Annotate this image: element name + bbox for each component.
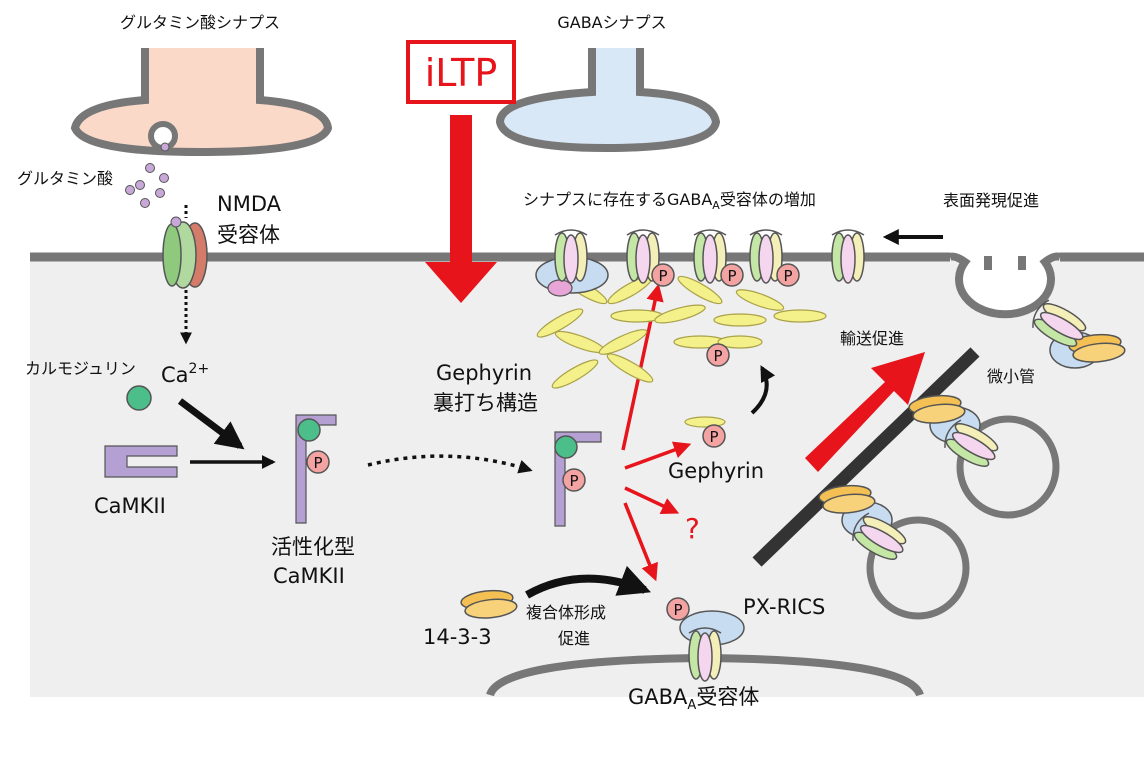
phospho-icon xyxy=(702,424,726,448)
label-synaptic-increase: シナプスに存在するGABAA受容体の増加 xyxy=(523,190,816,212)
receptor-icon xyxy=(831,229,865,284)
phospho-icon xyxy=(666,597,690,621)
label-glutamate: グルタミン酸 xyxy=(17,169,113,188)
label-nmda-1: NMDA xyxy=(217,192,282,216)
label-camkii: CaMKII xyxy=(94,494,166,518)
glutamate-terminal xyxy=(70,48,333,157)
translocation-arrow xyxy=(367,454,533,474)
label-transport: 輸送促進 xyxy=(840,329,904,348)
iltp-arrow xyxy=(425,115,497,303)
label-complex-2: 促進 xyxy=(558,629,590,648)
label-surface-expression: 表面発現促進 xyxy=(943,191,1039,210)
phospho-icon xyxy=(720,263,744,287)
active-camkii xyxy=(295,414,337,524)
label-active-2: CaMKII xyxy=(273,564,345,588)
complex-arrow xyxy=(525,565,651,599)
phospho-icon xyxy=(651,263,675,287)
label-ca: Ca2+ xyxy=(161,361,209,387)
synaptic-camkii xyxy=(554,431,602,527)
label-scaffold-1: Gephyrin xyxy=(436,361,532,385)
receptor-icon xyxy=(554,229,588,284)
glutamate-molecules xyxy=(125,142,170,208)
label-active-1: 活性化型 xyxy=(271,535,355,559)
label-gephyrin: Gephyrin xyxy=(668,459,764,483)
label-glutamate-synapse: グルタミン酸シナプス xyxy=(120,13,280,32)
vesicle-icon xyxy=(866,415,1060,620)
nmda-receptor xyxy=(162,216,208,289)
label-gaba-synapse: GABAシナプス xyxy=(557,13,666,32)
label-scaffold-2: 裏打ち構造 xyxy=(433,391,538,415)
receptor-icon xyxy=(688,627,722,682)
label-1433: 14-3-3 xyxy=(423,625,492,649)
camkii-icon xyxy=(104,445,178,478)
label-question: ? xyxy=(685,512,700,545)
label-microtubule: 微小管 xyxy=(987,367,1035,386)
phospho-icon xyxy=(776,263,800,287)
calmodulin-icon xyxy=(126,385,152,411)
label-calmodulin: カルモジュリン xyxy=(25,359,136,378)
label-nmda-2: 受容体 xyxy=(217,223,280,247)
label-gabaa-receptor: GABAA受容体 xyxy=(628,685,759,713)
gephyrin-scaffold xyxy=(536,275,827,389)
microtubule xyxy=(752,347,980,567)
iltp-label: iLTP xyxy=(425,51,498,95)
phospho-icon xyxy=(706,343,730,367)
iltp-box xyxy=(406,40,516,104)
gaba-terminal xyxy=(495,48,721,153)
membrane-pit xyxy=(948,252,1062,319)
transport-arrow xyxy=(805,352,925,472)
label-complex-1: 複合体形成 xyxy=(526,603,606,622)
label-px-rics: PX-RICS xyxy=(743,595,825,619)
